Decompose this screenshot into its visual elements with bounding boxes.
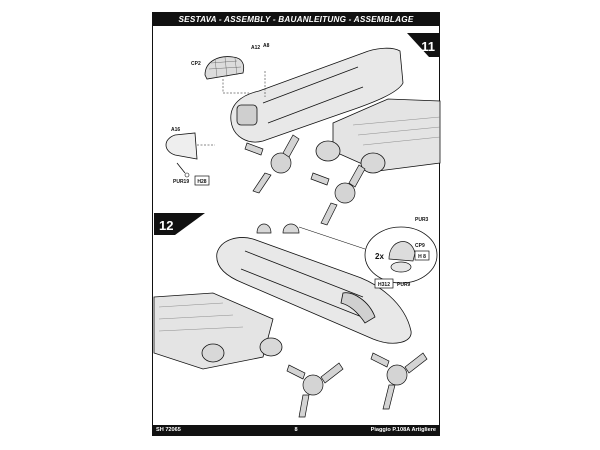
propeller-left-top bbox=[244, 134, 300, 194]
step-number: 11 bbox=[421, 39, 435, 54]
top-wing bbox=[315, 98, 441, 174]
page-number: 8 bbox=[294, 427, 298, 433]
part-label-a16: A16 bbox=[171, 127, 180, 133]
propeller-left-bottom bbox=[286, 362, 344, 418]
bottom-wing bbox=[153, 292, 283, 370]
instruction-sheet: SESTAVA - ASSEMBLY - BAUANLEITUNG - ASSE… bbox=[152, 12, 441, 436]
part-label-pur9: PUR9 bbox=[397, 282, 411, 288]
paint-code-h28: H28 bbox=[194, 175, 210, 186]
kit-code: SH 72065 bbox=[156, 427, 181, 433]
bottom-fuselage bbox=[216, 237, 412, 344]
step-12-badge: 12 bbox=[154, 213, 205, 235]
part-label-pur3: PUR3 bbox=[415, 217, 429, 223]
nose-cone-a16 bbox=[165, 132, 198, 178]
multiplier-label: 2x bbox=[375, 252, 384, 261]
part-label-a8: A8 bbox=[263, 43, 270, 49]
step-11-badge: 11 bbox=[407, 33, 440, 57]
canopy-cp2 bbox=[204, 56, 245, 80]
turret-domes bbox=[256, 223, 300, 234]
svg-text:H 8: H 8 bbox=[418, 254, 426, 260]
svg-text:H312: H312 bbox=[378, 282, 390, 288]
part-label-cp9: CP9 bbox=[415, 243, 425, 249]
header-title: SESTAVA - ASSEMBLY - BAUANLEITUNG - ASSE… bbox=[153, 13, 439, 26]
detail-callout bbox=[298, 226, 438, 284]
propeller-right-bottom bbox=[370, 352, 428, 410]
part-label-a12: A12 bbox=[251, 45, 260, 51]
step-number: 12 bbox=[159, 218, 173, 233]
top-fuselage bbox=[230, 47, 404, 143]
svg-text:H28: H28 bbox=[197, 179, 206, 185]
paint-code-h8: H 8 bbox=[414, 250, 430, 261]
assembly-drawing: 11 bbox=[153, 33, 441, 418]
paint-code-h312: H312 bbox=[374, 278, 394, 289]
part-label-cp2: CP2 bbox=[191, 61, 201, 67]
product-name: Piaggio P.108A Artigliere bbox=[370, 427, 436, 433]
propeller-right-top bbox=[310, 164, 366, 226]
footer: SH 72065 8 Piaggio P.108A Artigliere bbox=[153, 425, 439, 435]
part-label-pur19: PUR19 bbox=[173, 179, 189, 185]
